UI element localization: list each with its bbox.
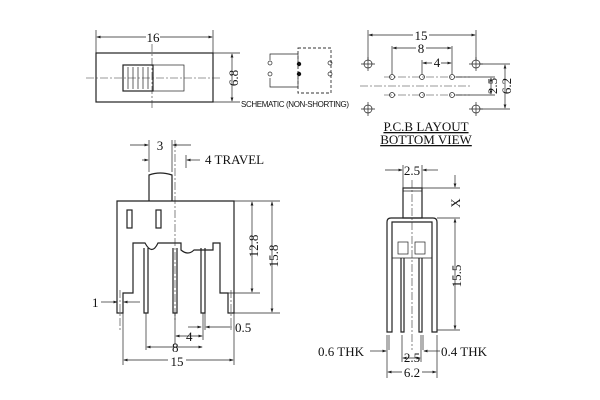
dim-15-5: 15.5: [449, 265, 464, 288]
dim-2-5: 2.5: [485, 78, 500, 94]
dim-6-2: 6.2: [499, 78, 514, 94]
front-view: 2.5 X 15.5 0.6 THK 0.4 THK 2.5 6.2: [318, 163, 488, 380]
dim-8: 8: [418, 41, 425, 56]
dim-0-5: 0.5: [235, 320, 251, 335]
dim-pin-spacing: 2.5: [404, 350, 420, 365]
schematic-label: SCHEMATIC (NON-SHORTING): [241, 100, 349, 109]
dim-12-8: 12.8: [246, 235, 261, 258]
dim-actuator: 3: [157, 138, 164, 153]
travel-label: 4 TRAVEL: [205, 152, 264, 167]
dim-15-width: 15: [171, 354, 184, 369]
dim-height: 6.8: [226, 70, 241, 86]
dim-pitch: 4: [186, 329, 193, 344]
side-view: 3 4 TRAVEL 12.8 15.8 1 0.5 4 8 15: [92, 138, 281, 369]
dim-15-8: 15.8: [266, 245, 281, 268]
top-view: 16 6.8: [86, 30, 241, 110]
dim-tab: 1: [92, 295, 99, 310]
schematic: SCHEMATIC (NON-SHORTING): [241, 47, 349, 109]
dim-x: X: [448, 198, 463, 208]
pcb-layout: 15 8 4 2.5 6.2 P.C.B LAYOUT BOTTOM VIEW: [360, 28, 514, 147]
dim-row: 8: [172, 340, 179, 355]
dim-width: 16: [147, 30, 161, 45]
dim-4: 4: [434, 55, 441, 70]
dim-actuator-width: 2.5: [404, 163, 420, 178]
dim-15: 15: [415, 28, 428, 43]
pcb-title: P.C.B LAYOUT: [383, 119, 468, 134]
thk-left: 0.6 THK: [318, 344, 365, 359]
dim-6-2-width: 6.2: [404, 365, 420, 380]
thk-right: 0.4 THK: [441, 344, 488, 359]
pcb-subtitle: BOTTOM VIEW: [380, 132, 472, 147]
